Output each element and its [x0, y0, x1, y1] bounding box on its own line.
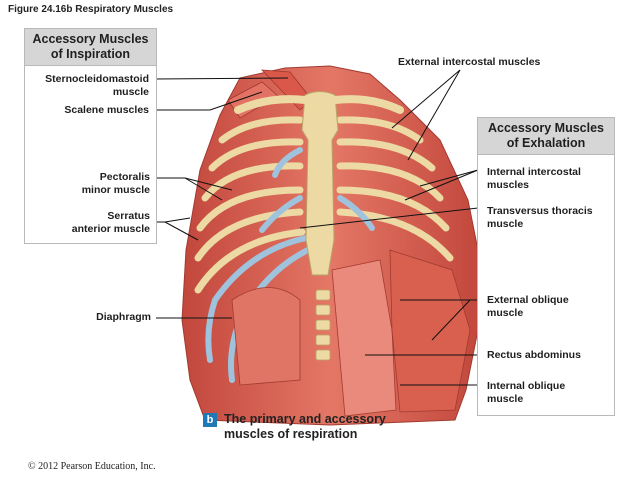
left-ribs [194, 116, 306, 294]
caption-line1: The primary and accessory [224, 412, 386, 426]
diaphragm-shape [231, 287, 301, 386]
inspiration-panel-title: Accessory Muscles of Inspiration [25, 29, 156, 66]
label-pectoralis-line2: minor muscle [81, 184, 150, 196]
label-internal-oblique-line2: muscle [487, 393, 524, 405]
label-internal-intercostal: Internal intercostal muscles [487, 166, 611, 192]
inspiration-title-line1: Accessory Muscles [32, 32, 149, 46]
exhalation-panel-title: Accessory Muscles of Exhalation [478, 118, 614, 155]
label-external-oblique-line1: External oblique [487, 294, 569, 306]
inspiration-panel: Accessory Muscles of Inspiration [24, 28, 157, 244]
label-serratus: Serratus anterior muscle [24, 210, 150, 236]
exhalation-title-line1: Accessory Muscles [487, 121, 605, 135]
exhalation-panel: Accessory Muscles of Exhalation [477, 117, 615, 416]
label-pectoralis: Pectoralis minor muscle [24, 171, 150, 197]
label-diaphragm: Diaphragm [96, 311, 151, 323]
sternum-shape [301, 91, 339, 276]
label-sternocleidomastoid-line1: Sternocleidomastoid [45, 73, 149, 85]
label-internal-oblique: Internal oblique muscle [487, 380, 611, 406]
leader-lines [154, 69, 479, 386]
label-internal-oblique-line1: Internal oblique [487, 380, 566, 392]
inspiration-title-line2: of Inspiration [50, 47, 131, 61]
label-pectoralis-line1: Pectoralis [99, 171, 150, 183]
label-sternocleidomastoid-line2: muscle [112, 86, 149, 98]
label-serratus-line2: anterior muscle [71, 223, 150, 235]
label-serratus-line1: Serratus [107, 210, 150, 222]
caption-badge: b [203, 413, 217, 427]
label-rectus: Rectus abdominus [487, 349, 581, 361]
label-transversus-line1: Transversus thoracis [487, 205, 593, 217]
label-external-intercostal: External intercostal muscles [398, 56, 541, 68]
right-ribs [336, 116, 454, 262]
right-clavicle [331, 95, 404, 114]
left-clavicle [234, 95, 309, 114]
caption-line2: muscles of respiration [224, 427, 358, 441]
rectus-abdominus-shape [331, 259, 397, 417]
oblique-shape [389, 249, 471, 413]
label-external-oblique-line2: muscle [487, 307, 524, 319]
figure-label: Figure 24.16b Respiratory Muscles [8, 4, 174, 15]
exhalation-title-line2: of Exhalation [506, 136, 586, 150]
label-external-oblique: External oblique muscle [487, 294, 611, 320]
caption: The primary and accessory muscles of res… [224, 412, 414, 442]
label-internal-intercostal-line1: Internal intercostal [487, 166, 581, 178]
label-transversus: Transversus thoracis muscle [487, 205, 611, 231]
label-transversus-line2: muscle [487, 218, 524, 230]
label-internal-intercostal-line2: muscles [487, 179, 530, 191]
copyright: © 2012 Pearson Education, Inc. [28, 461, 156, 472]
spine [315, 289, 331, 361]
label-sternocleidomastoid: Sternocleidomastoid muscle [24, 73, 149, 99]
label-scalene: Scalene muscles [64, 104, 149, 116]
